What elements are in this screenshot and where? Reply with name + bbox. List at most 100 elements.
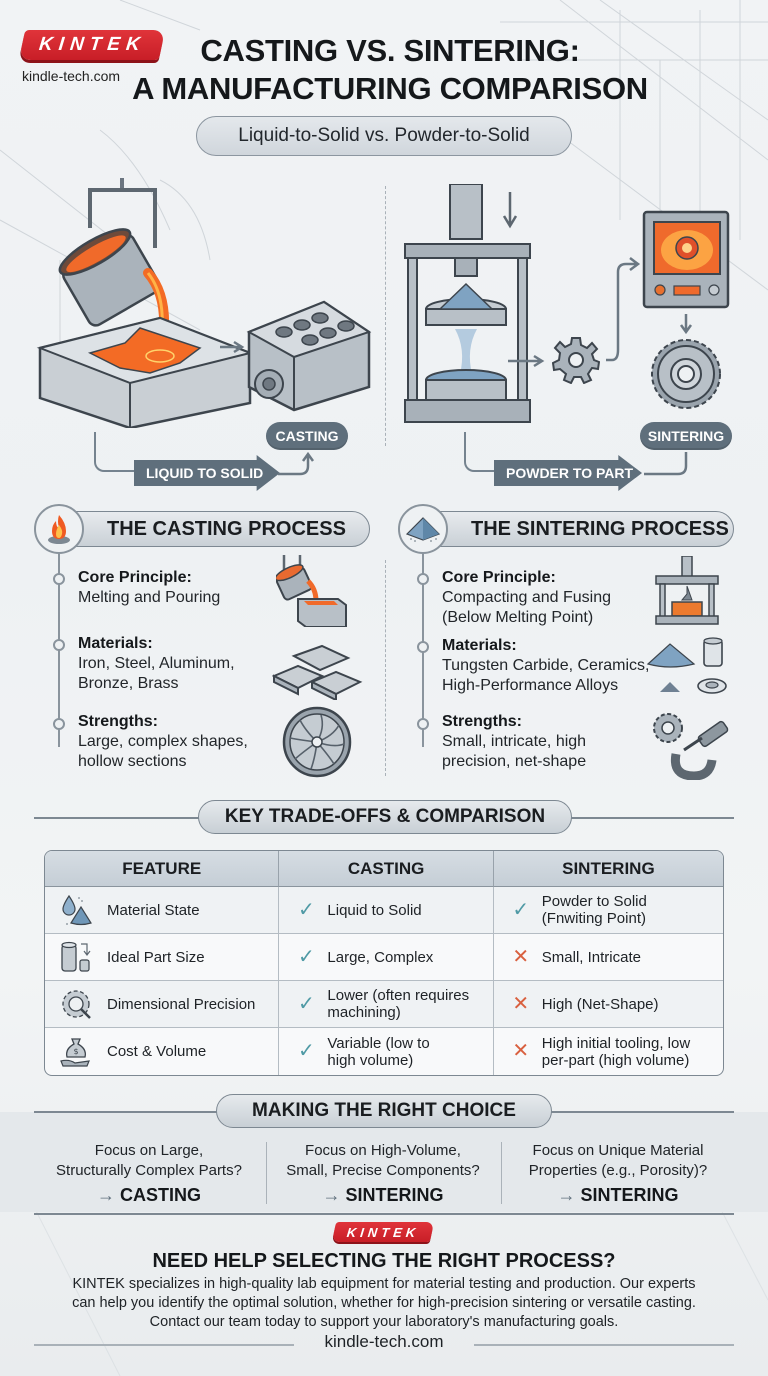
finished-gear-icon xyxy=(651,339,721,409)
header-casting: CASTING xyxy=(279,851,494,887)
table-row: Material State ✓ Liquid to Solid ✓ Powde… xyxy=(45,887,723,934)
casting-value: Large, Complex xyxy=(327,948,434,966)
section-divider xyxy=(385,186,386,446)
sintering-item-core-principle: Core Principle: Compacting and Fusing (B… xyxy=(442,569,611,626)
powder-parts-icon xyxy=(646,637,727,694)
table-row: Ideal Part Size ✓ Large, Complex ✕ Small… xyxy=(45,934,723,981)
gear-micrometer-icon xyxy=(653,713,729,780)
check-icon: ✓ xyxy=(298,898,315,921)
feature-label: Material State xyxy=(107,901,200,919)
arrow-right-icon: → xyxy=(557,1185,576,1205)
footer-domain-link[interactable]: kindle-tech.com xyxy=(324,1332,444,1351)
ladle-icon xyxy=(276,555,347,627)
press-icon xyxy=(404,184,531,423)
divider-line xyxy=(548,1111,734,1113)
sintering-item-strengths: Strengths: Small, intricate, high precis… xyxy=(442,713,587,770)
casting-item-core-principle: Core Principle: Melting and Pouring xyxy=(78,569,221,606)
press-icon xyxy=(655,556,719,625)
logo-domain[interactable]: kindle-tech.com xyxy=(22,68,121,84)
divider-line xyxy=(34,1344,294,1346)
curved-arrow-up-icon xyxy=(606,257,641,362)
title-line-1: CASTING VS. SINTERING: xyxy=(200,33,580,68)
cross-icon: ✕ xyxy=(512,945,530,968)
feature-label: Dimensional Precision xyxy=(107,995,256,1013)
connector-line xyxy=(644,452,688,476)
header-sintering: SINTERING xyxy=(493,851,723,887)
comparison-table: FEATURE CASTING SINTERING Material State… xyxy=(44,850,724,1076)
choice-sintering-volume: Focus on High-Volume, Small, Precise Com… xyxy=(286,1142,480,1205)
ladle-pouring-icon xyxy=(36,178,254,428)
flame-icon xyxy=(34,504,84,554)
subtitle-pill: Liquid-to-Solid vs. Powder-to-Solid xyxy=(196,116,572,156)
cross-icon: ✕ xyxy=(512,992,530,1015)
casting-value: Liquid to Solid xyxy=(327,901,422,919)
check-icon: ✓ xyxy=(298,945,315,968)
ingots-icon xyxy=(272,644,363,700)
cta-title: NEED HELP SELECTING THE RIGHT PROCESS? xyxy=(152,1250,616,1272)
sintering-process-header: THE SINTERING PROCESS xyxy=(412,511,734,547)
kintek-logo-small[interactable]: KINTEK xyxy=(331,1222,435,1242)
feature-label: Cost & Volume xyxy=(107,1043,207,1060)
column-divider xyxy=(501,1142,502,1204)
green-gear-icon xyxy=(552,337,600,384)
sintering-item-materials: Materials: Tungsten Carbide, Ceramics, H… xyxy=(442,637,650,694)
money-bag-icon: $ xyxy=(59,1035,93,1069)
choice-sintering-properties: Focus on Unique Material Properties (e.g… xyxy=(528,1142,708,1205)
check-icon: ✓ xyxy=(512,898,530,921)
casting-item-materials: Materials: Iron, Steel, Aluminum, Bronze… xyxy=(78,635,235,692)
cross-icon: ✕ xyxy=(512,1040,530,1062)
cta-body: KINTEK specializes in high-quality lab e… xyxy=(72,1276,696,1330)
engine-block-icon xyxy=(246,300,372,412)
casting-result-label: CASTING xyxy=(266,422,348,450)
section-divider xyxy=(385,560,386,776)
timeline-dot xyxy=(417,573,429,585)
arrow-down-icon xyxy=(679,314,693,335)
curved-arrow-up-icon xyxy=(278,451,315,476)
divider-line xyxy=(34,817,202,819)
feature-label: Ideal Part Size xyxy=(107,948,205,966)
divider-line xyxy=(34,1213,734,1215)
casting-item-strengths: Strengths: Large, complex shapes, hollow… xyxy=(78,713,248,770)
title-line-2: A MANUFACTURING COMPARISON xyxy=(132,71,648,106)
table-header-row: FEATURE CASTING SINTERING xyxy=(45,851,723,887)
arrow-right-icon xyxy=(508,354,545,368)
timeline-dot xyxy=(417,718,429,730)
casting-process-header: THE CASTING PROCESS xyxy=(48,511,370,547)
powder-pile-icon xyxy=(398,504,448,554)
timeline-dot xyxy=(53,639,65,651)
sintering-value: High (Net-Shape) xyxy=(541,995,659,1013)
check-icon: ✓ xyxy=(298,992,315,1015)
sintering-value: Powder to Solid(Fnwiting Point) xyxy=(541,893,647,927)
divider-line xyxy=(474,1344,734,1346)
page-title: CASTING VS. SINTERING: A MANUFACTURING C… xyxy=(120,32,660,108)
sintering-flow-banner: POWDER TO PART xyxy=(494,455,642,491)
casting-flow-connector xyxy=(94,432,134,472)
turbine-icon xyxy=(282,706,352,778)
sintering-value: Small, Intricate xyxy=(541,948,641,966)
subtitle-text: Liquid-to-Solid vs. Powder-to-Solid xyxy=(238,125,530,146)
divider-line xyxy=(566,817,734,819)
furnace-icon xyxy=(642,210,730,309)
check-icon: ✓ xyxy=(298,1040,315,1062)
timeline-dot xyxy=(417,641,429,653)
column-divider xyxy=(266,1142,267,1204)
choice-casting: Focus on Large, Structurally Complex Par… xyxy=(56,1142,242,1205)
sintering-flow-connector xyxy=(464,432,504,472)
divider-line xyxy=(34,1111,220,1113)
choice-band xyxy=(0,1112,768,1212)
header-feature: FEATURE xyxy=(45,851,280,887)
gear-magnifier-icon xyxy=(59,987,93,1021)
cylinders-icon xyxy=(59,940,93,974)
timeline-dot xyxy=(53,573,65,585)
table-row: Dimensional Precision ✓ Lower (often req… xyxy=(45,981,723,1028)
sintering-result-label: SINTERING xyxy=(640,422,732,450)
comparison-title: KEY TRADE-OFFS & COMPARISON xyxy=(198,800,572,834)
arrow-right-icon: → xyxy=(96,1185,115,1205)
timeline-dot xyxy=(53,718,65,730)
arrow-right-icon xyxy=(220,340,245,354)
casting-flow-banner: LIQUID TO SOLID xyxy=(134,455,280,491)
